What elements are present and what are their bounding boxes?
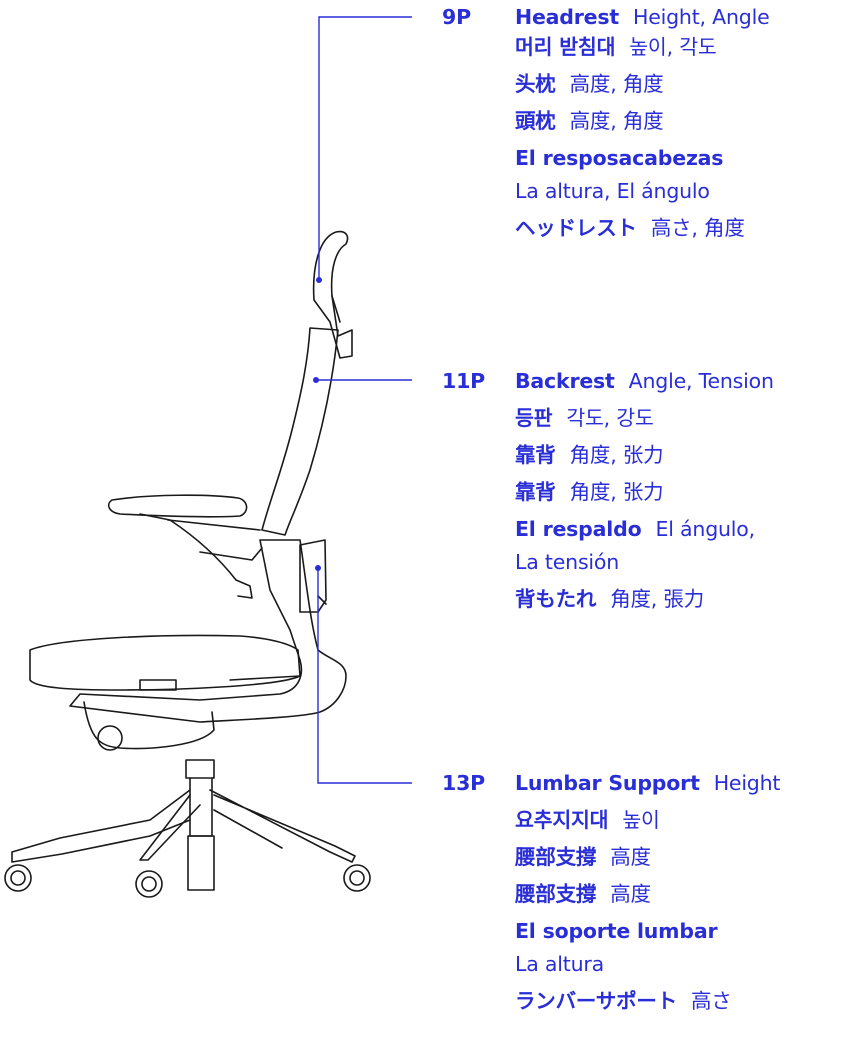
callout-line: 靠背角度, 张力: [515, 443, 664, 467]
backrest-outline: [261, 327, 339, 613]
callout-line: La tensión: [515, 550, 620, 574]
page-number: 11P: [442, 369, 485, 393]
callout-line: 背もたれ角度, 張力: [515, 587, 705, 611]
leader-dot-backrest: [313, 377, 319, 383]
casters-outline: [4, 864, 371, 898]
callout-line: 頭枕高度, 角度: [515, 109, 664, 133]
callout-line: 头枕高度, 角度: [515, 72, 664, 96]
star-base-outline: [11, 789, 356, 863]
leader-line-lumbar: [317, 568, 412, 784]
gas-lift-outline: [185, 759, 215, 891]
callout-line: 腰部支撐高度: [515, 882, 651, 906]
callout-line: El resposacabezas: [515, 146, 724, 170]
callout-line: La altura, El ángulo: [515, 179, 710, 203]
callout-line: La altura: [515, 952, 604, 976]
callout-line: 靠背角度, 张力: [515, 480, 664, 504]
callout-line: 腰部支撐高度: [515, 845, 651, 869]
seat-outline: [29, 634, 301, 691]
leader-dot-headrest: [316, 277, 322, 283]
page-number: 9P: [442, 5, 471, 29]
callout-line: ランバーサポート高さ: [515, 989, 732, 1013]
callout-line: El soporte lumbar: [515, 919, 718, 943]
leader-dot-lumbar: [315, 565, 321, 571]
seat-base-outline: [69, 539, 347, 751]
leader-line-headrest: [318, 16, 412, 280]
armrest-outline: [107, 494, 263, 599]
callout-line: ヘッドレスト高さ, 角度: [515, 216, 745, 240]
page-number: 13P: [442, 771, 485, 795]
